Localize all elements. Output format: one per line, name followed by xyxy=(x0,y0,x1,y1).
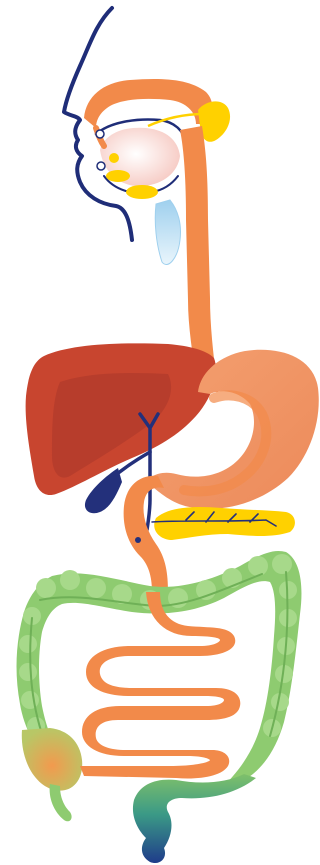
ampulla xyxy=(135,537,141,543)
salivary-spot xyxy=(109,153,119,163)
sublingual-gland xyxy=(106,170,130,182)
trachea xyxy=(155,200,180,265)
pancreas xyxy=(154,507,295,540)
tooth-lower xyxy=(97,162,105,170)
submandibular-gland xyxy=(126,185,158,199)
rectum xyxy=(133,774,256,863)
cecum xyxy=(22,728,82,791)
small-intestine xyxy=(80,592,240,779)
face-profile-outline xyxy=(64,8,132,240)
tooth-upper xyxy=(96,130,104,138)
